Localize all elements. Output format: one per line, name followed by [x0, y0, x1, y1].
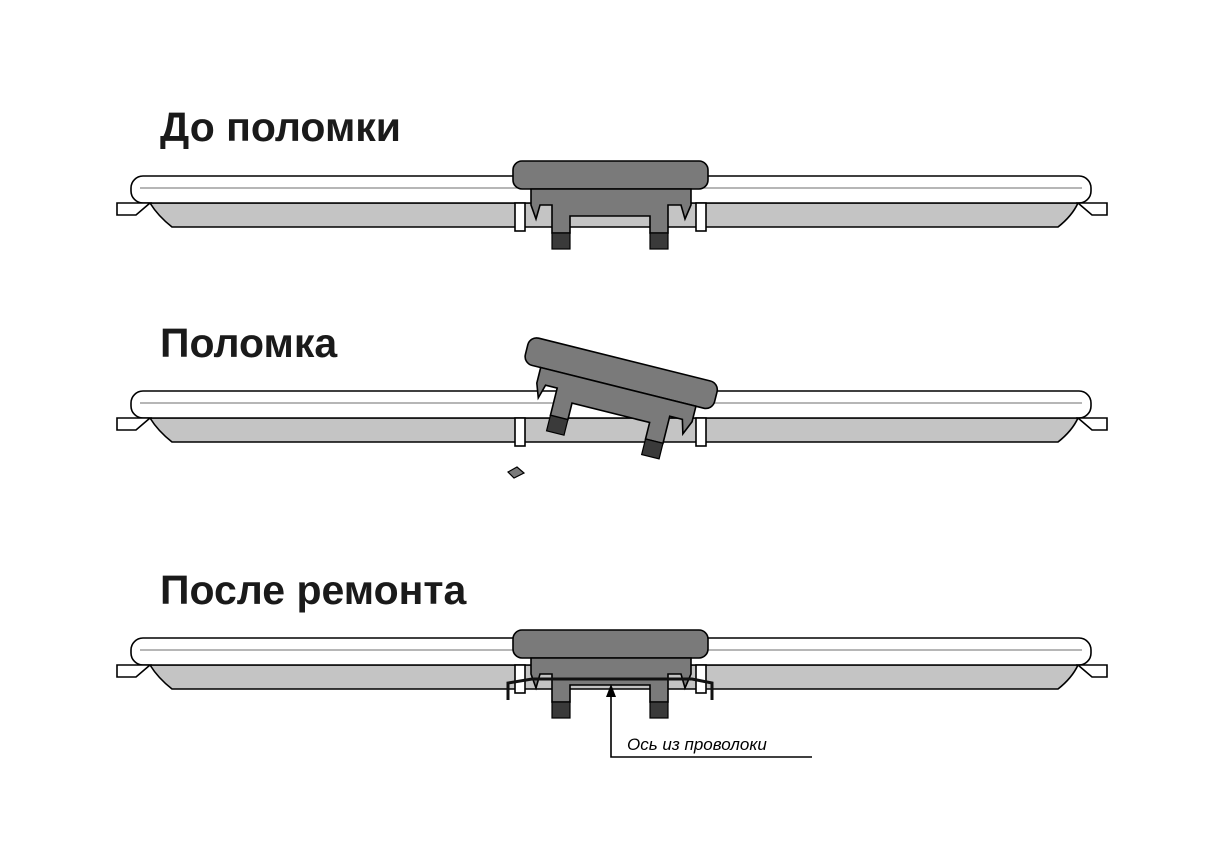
panel-broken: Поломка: [116, 320, 1108, 479]
panel-before: До поломки: [116, 104, 1108, 250]
annotation-label: Ось из проволоки: [627, 735, 767, 754]
arrow-head-icon: [606, 684, 616, 697]
panel-repaired: После ремонта Ось из проволоки: [116, 567, 1108, 758]
panel-title: Поломка: [160, 320, 338, 366]
wire-axle: [506, 677, 714, 700]
panel-title: До поломки: [160, 104, 401, 150]
key-cap: [512, 160, 709, 250]
annotation-leader: [610, 696, 812, 758]
broken-fragment: [507, 466, 526, 479]
panel-title: После ремонта: [160, 567, 467, 613]
